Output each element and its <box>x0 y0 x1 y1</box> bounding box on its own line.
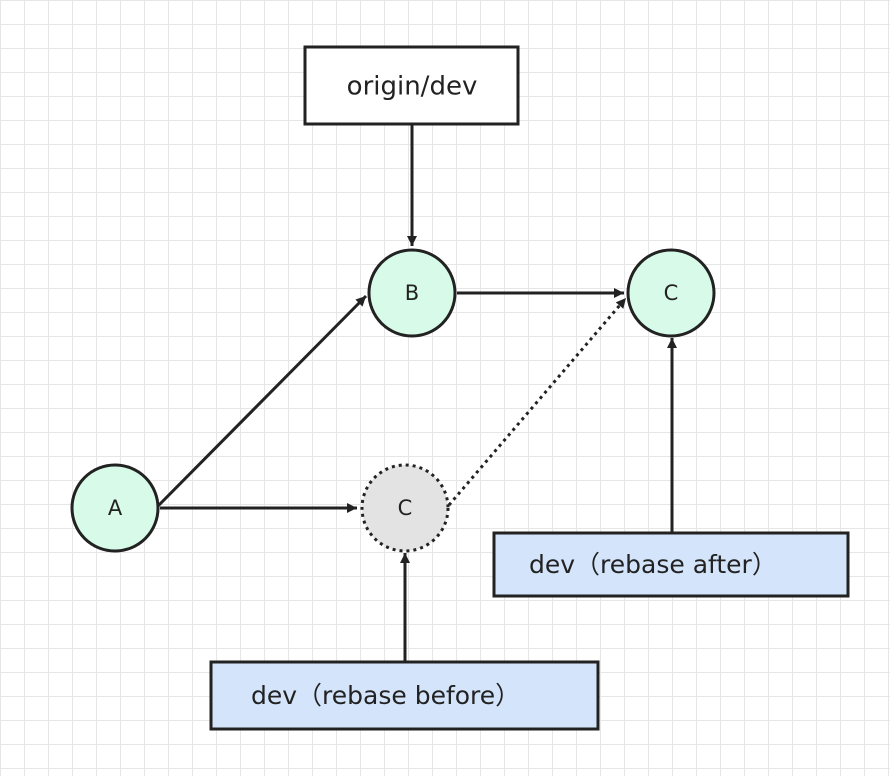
ref-box-dev-before: dev（rebase before） <box>209 660 600 731</box>
ref-label-origin-dev: origin/dev <box>347 72 478 102</box>
commit-label-b: B <box>405 281 419 305</box>
commit-node-b: B <box>367 248 457 338</box>
ref-box-origin-dev: origin/dev <box>303 45 520 126</box>
edge-a-to-b <box>154 294 368 510</box>
ref-box-dev-after: dev（rebase after） <box>492 531 850 598</box>
commit-label-c-old: C <box>398 496 413 520</box>
commit-node-c-new: C <box>626 248 716 338</box>
commit-label-a: A <box>108 496 123 520</box>
commit-label-c-new: C <box>664 281 679 305</box>
ref-label-dev-after: dev（rebase after） <box>529 550 777 579</box>
ref-label-dev-before: dev（rebase before） <box>251 681 520 710</box>
edge-c-old-to-c-new-dotted <box>447 297 628 506</box>
commit-node-a: A <box>70 463 160 553</box>
commit-node-c-old: C <box>360 463 450 553</box>
